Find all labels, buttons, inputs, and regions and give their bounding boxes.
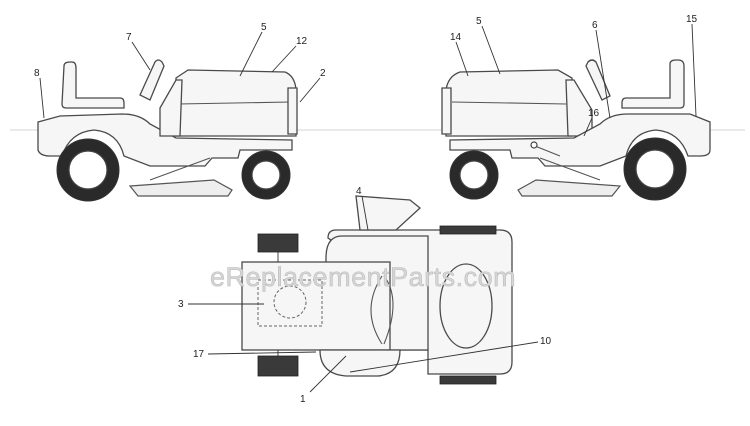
left-front-hub bbox=[251, 160, 281, 190]
top-view bbox=[241, 195, 513, 385]
right-front-hub bbox=[459, 160, 489, 190]
leader-2 bbox=[299, 77, 321, 103]
callout-17: 17 bbox=[193, 349, 205, 360]
callout-14: 14 bbox=[450, 32, 462, 43]
leader-17 bbox=[207, 351, 317, 355]
left-fender bbox=[37, 113, 293, 167]
right-side-view bbox=[441, 59, 711, 201]
leader-12 bbox=[271, 45, 297, 73]
leader-5-right bbox=[481, 25, 501, 75]
right-lever bbox=[534, 145, 561, 157]
callout-3: 3 bbox=[178, 299, 184, 310]
callout-5-right: 5 bbox=[476, 16, 482, 27]
left-steering-wheel bbox=[139, 59, 165, 101]
callouts: 8 7 5 12 2 14 5 6 15 16 4 3 17 10 1 bbox=[34, 14, 698, 405]
right-dash bbox=[565, 79, 593, 137]
leader-8 bbox=[39, 77, 45, 119]
callout-7: 7 bbox=[126, 32, 132, 43]
right-mower-deck bbox=[517, 179, 622, 197]
leader-16 bbox=[583, 117, 593, 137]
leader-7 bbox=[131, 41, 151, 71]
callout-10: 10 bbox=[540, 336, 552, 347]
right-steering-wheel bbox=[585, 59, 611, 101]
leader-1 bbox=[309, 355, 347, 393]
left-hood-line bbox=[177, 101, 291, 105]
left-deck-link bbox=[149, 157, 211, 181]
top-rear-tire-lower bbox=[439, 375, 497, 385]
right-grille bbox=[441, 87, 452, 135]
callout-12: 12 bbox=[296, 36, 308, 47]
callout-1: 1 bbox=[300, 394, 306, 405]
left-side-view bbox=[37, 59, 298, 202]
top-front-tire-upper bbox=[257, 233, 299, 253]
leader-15 bbox=[691, 23, 697, 117]
leader-10 bbox=[349, 341, 539, 373]
right-rear-hub bbox=[635, 149, 675, 189]
callout-16: 16 bbox=[588, 108, 600, 119]
top-front-frame bbox=[241, 261, 391, 351]
top-rear-tire-upper bbox=[439, 225, 497, 235]
leader-6 bbox=[595, 29, 611, 119]
callout-2: 2 bbox=[320, 68, 326, 79]
right-hood-line bbox=[451, 101, 567, 105]
leader-lines bbox=[39, 23, 697, 393]
callout-8: 8 bbox=[34, 68, 40, 79]
top-engine-outline bbox=[257, 279, 323, 327]
top-front-bumper bbox=[319, 349, 401, 377]
watermark: eReplacementParts.com bbox=[210, 262, 516, 292]
callout-6: 6 bbox=[592, 20, 598, 31]
right-body bbox=[449, 113, 711, 167]
top-engine-flywheel bbox=[273, 285, 307, 319]
right-lever-knob bbox=[530, 141, 538, 149]
left-grille bbox=[287, 87, 298, 135]
leader-4 bbox=[361, 195, 369, 231]
left-seat bbox=[61, 61, 125, 109]
top-front-tire-lower bbox=[257, 355, 299, 377]
leader-14 bbox=[455, 41, 469, 77]
right-seat bbox=[621, 59, 685, 109]
leader-5-left bbox=[239, 31, 263, 77]
left-dash bbox=[159, 79, 183, 137]
right-deck-link bbox=[539, 157, 601, 181]
top-panel-curve-1 bbox=[383, 275, 394, 345]
top-discharge-chute bbox=[355, 195, 421, 231]
callout-15: 15 bbox=[686, 14, 698, 25]
top-panel-curve-2 bbox=[370, 275, 383, 345]
callout-5-left: 5 bbox=[261, 22, 267, 33]
top-seat bbox=[439, 263, 493, 349]
left-mower-deck bbox=[128, 179, 233, 197]
left-rear-hub bbox=[68, 150, 108, 190]
callout-4: 4 bbox=[356, 186, 362, 197]
